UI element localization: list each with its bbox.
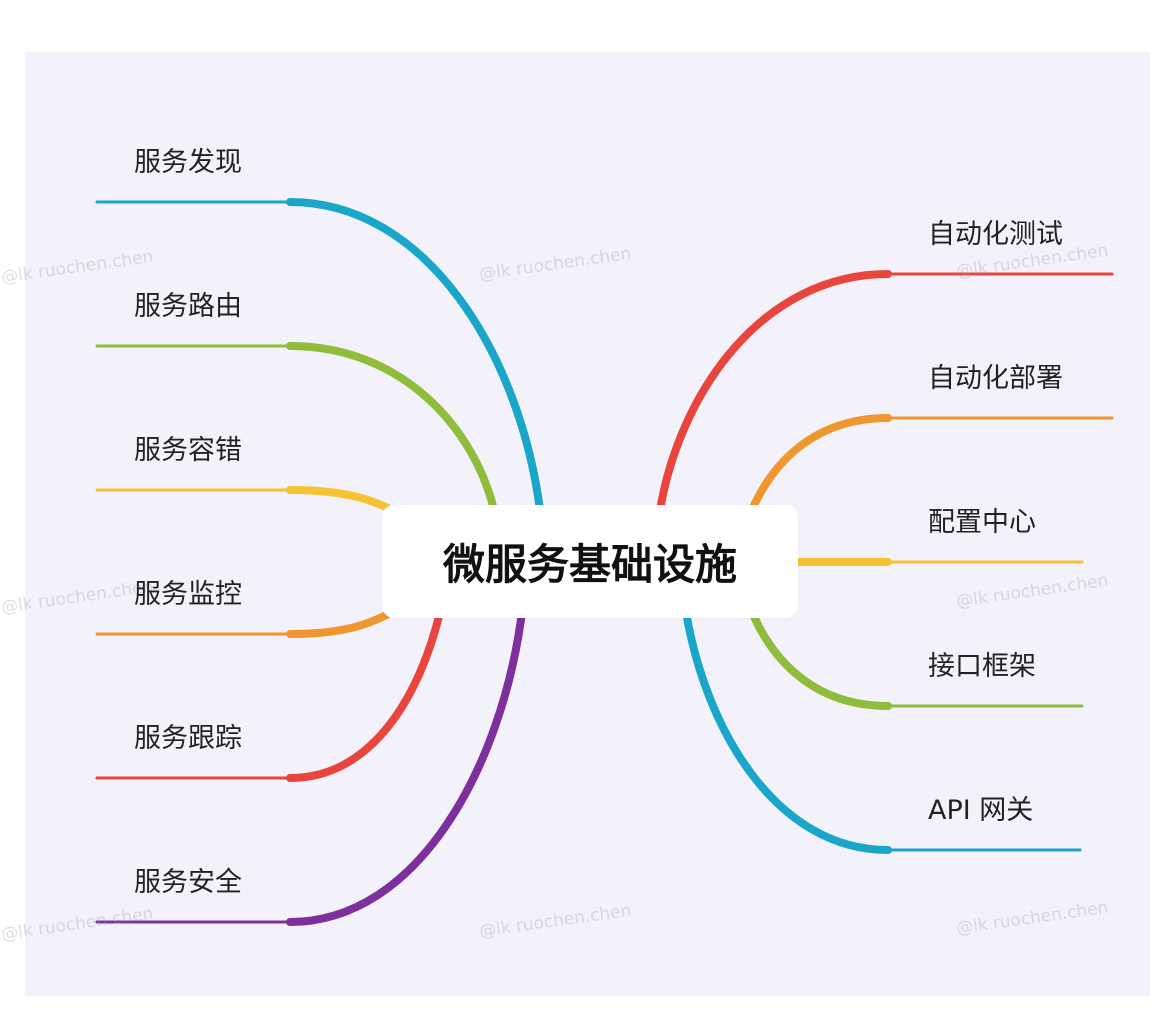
branch-service-fault-tolerance[interactable]: 服务容错 — [134, 435, 242, 466]
root-node[interactable]: 微服务基础设施 — [382, 505, 798, 618]
branch-curve-left — [286, 608, 526, 926]
branch-curve-left — [286, 608, 396, 638]
branch-service-tracing[interactable]: 服务跟踪 — [134, 723, 242, 754]
branch-curve-left — [286, 486, 396, 514]
branch-curve-right — [682, 608, 892, 854]
branch-curve-left — [286, 198, 544, 514]
branch-auto-deployment[interactable]: 自动化部署 — [928, 363, 1063, 394]
branch-interface-framework[interactable]: 接口框架 — [928, 651, 1036, 682]
branch-service-monitoring[interactable]: 服务监控 — [134, 579, 242, 610]
branch-config-center[interactable]: 配置中心 — [928, 507, 1036, 538]
branch-curve-right — [656, 270, 892, 514]
branch-api-gateway[interactable]: API 网关 — [928, 795, 1034, 826]
branch-auto-testing[interactable]: 自动化测试 — [928, 219, 1063, 250]
branch-curve-right — [748, 414, 892, 514]
branch-curve-left — [286, 608, 444, 782]
branch-service-routing[interactable]: 服务路由 — [134, 291, 242, 322]
branch-service-discovery[interactable]: 服务发现 — [134, 147, 242, 178]
branch-service-security[interactable]: 服务安全 — [134, 867, 242, 898]
branch-curve-right — [748, 608, 892, 710]
branch-curve-left — [286, 342, 498, 514]
root-title: 微服务基础设施 — [442, 540, 737, 589]
